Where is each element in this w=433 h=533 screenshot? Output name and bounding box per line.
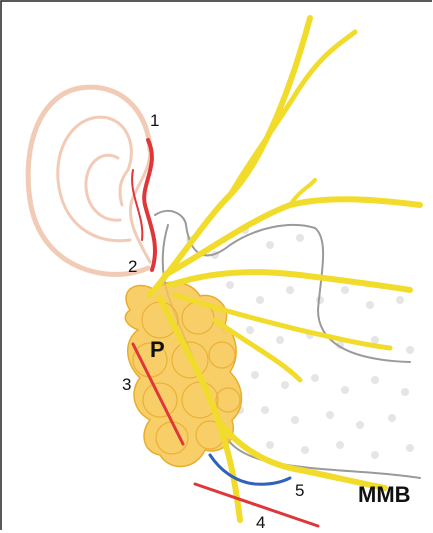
label-4: 4 [256,513,265,532]
label-1: 1 [150,111,159,130]
label-mmb: MMB [358,482,411,507]
label-2: 2 [128,257,137,276]
label-3: 3 [122,375,131,394]
label-5: 5 [295,481,304,500]
label-parotid: P [150,337,165,362]
vessel-5 [210,455,290,484]
